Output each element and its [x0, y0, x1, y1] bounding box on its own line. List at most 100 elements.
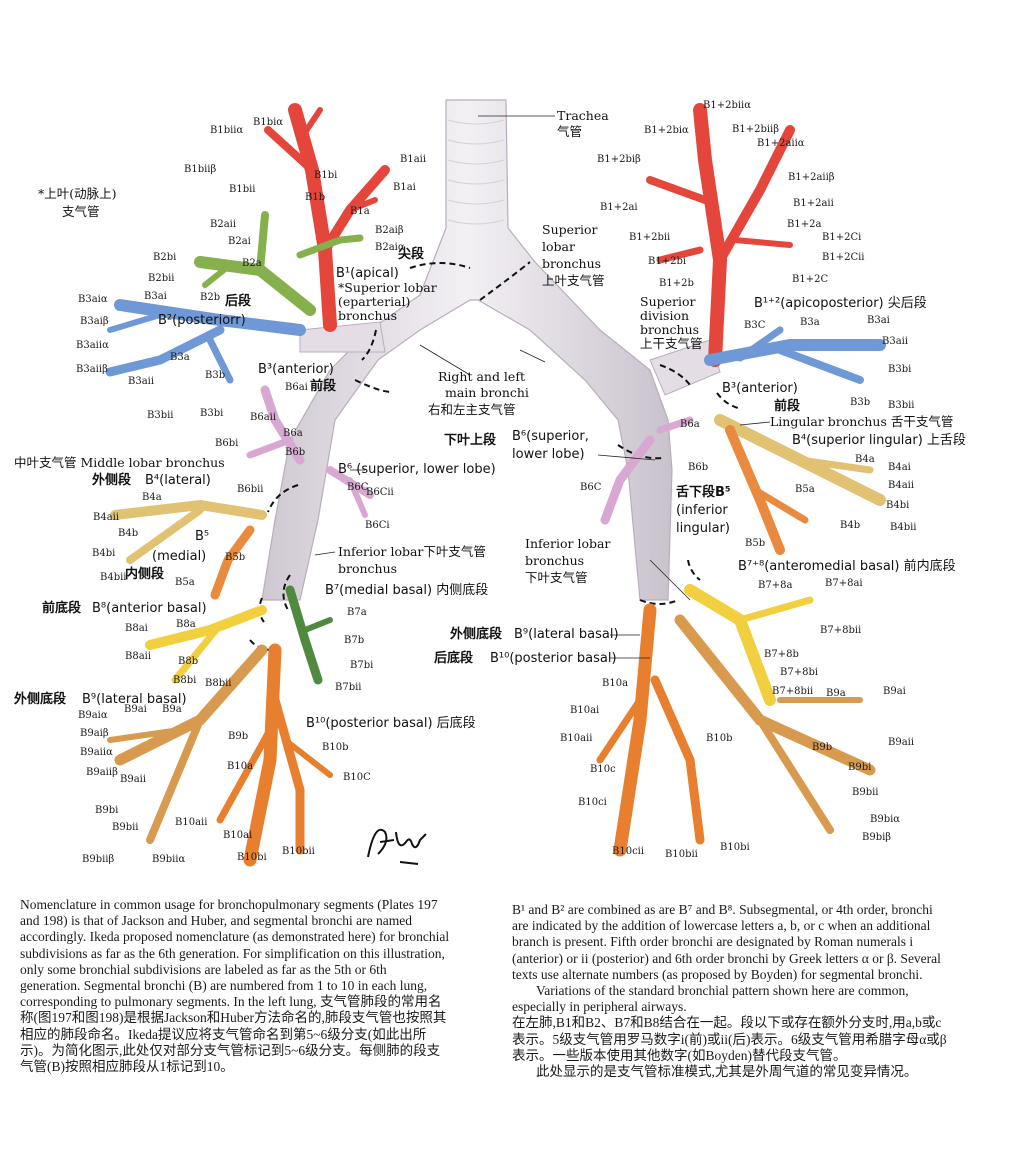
left-apicoposterior-branch [646, 103, 795, 367]
right-lateral-label: B⁴(lateral) [145, 473, 211, 488]
superior-division-cn: 上干支气管 [640, 336, 703, 351]
subsegment-label: B3aiiα [76, 340, 109, 351]
right-medial-label: (medial) [152, 549, 206, 564]
subsegment-label: B7bii [335, 682, 362, 693]
subsegment-label: B9a [826, 688, 846, 699]
subsegment-label: B3b [205, 370, 225, 381]
subsegment-label: B6bi [215, 438, 238, 449]
subsegment-label: B3aiβ [80, 316, 109, 327]
subsegment-label: B1+2aii [793, 198, 834, 209]
subsegment-label: B1ai [393, 182, 416, 193]
subsegment-label: B9biiβ [82, 854, 115, 865]
subsegment-label: B9bii [852, 787, 879, 798]
subsegment-label: B5b [225, 552, 245, 563]
trachea-shape [261, 99, 721, 601]
subsegment-label: B9b [228, 731, 248, 742]
subsegment-label: B9biiα [152, 854, 186, 865]
subsegment-label: B2aiα [375, 242, 405, 253]
subsegment-label: B1biiβ [184, 164, 217, 175]
subsegment-label: B4b [840, 520, 860, 531]
left-posterior-basal-branch [596, 603, 705, 857]
subsegment-label: B8a [176, 619, 196, 630]
right-lateral-basal-branch [107, 644, 268, 844]
subsegment-label: B10b [322, 742, 348, 753]
main-bronchi-label-1: Right and left [438, 369, 525, 384]
subsegment-label: B10aii [175, 817, 207, 828]
subsegment-label: B3ai [867, 315, 890, 326]
left-superior-lobar-1: Superior [542, 222, 598, 237]
subsegment-label: B1b [305, 192, 325, 203]
subsegment-label: B4ai [888, 462, 911, 473]
right-apical-label: B¹(apical) [336, 266, 399, 281]
subsegment-label: B1a [350, 206, 370, 217]
subsegment-label: B3ai [144, 291, 167, 302]
right-inferior-lobar-2: bronchus [338, 561, 397, 576]
right-posterior-branch [194, 211, 364, 316]
subsegment-label: B3a [800, 317, 820, 328]
left-superior-lingular-label: B⁴(superior lingular) 上舌段 [792, 433, 966, 448]
eparterial-note-en-3: bronchus [338, 308, 397, 323]
right-superior-lower-branch [246, 385, 374, 518]
main-bronchi-label-2: main bronchi [445, 385, 529, 400]
subsegment-label: B9bi [95, 805, 118, 816]
subsegment-label: B4aii [93, 512, 119, 523]
subsegment-label: B10ai [223, 830, 252, 841]
left-superior-lower-label-1: B⁶(superior, [512, 429, 589, 444]
right-anterior-label: B³(anterior) [258, 362, 334, 377]
right-medial-cn: 内侧段 [125, 566, 164, 582]
subsegment-label: B1aii [400, 154, 426, 165]
subsegment-label: B6b [285, 447, 305, 458]
leader-lines [314, 115, 771, 659]
left-posterior-basal-cn: 后底段 [434, 650, 473, 666]
subsegment-label: B10c [590, 764, 616, 775]
right-paragraph-2: Variations of the standard bronchial pat… [512, 983, 909, 1015]
subsegment-label: B9aiiα [80, 747, 113, 758]
subsegment-label: B4a [142, 492, 162, 503]
right-paragraph: B¹ and B² are combined as are B⁷ and B⁸.… [512, 902, 952, 1080]
right-anterior-basal-branch [145, 605, 267, 684]
left-anteromedial-basal-branch [684, 584, 814, 706]
right-superior-lower-label: B⁶ (superior, lower lobe) [338, 462, 496, 477]
subsegment-label: B9aiiβ [86, 767, 118, 778]
subsegment-label: B10aii [560, 733, 592, 744]
subsegment-label: B1+2b [659, 278, 694, 289]
right-anterior-basal-cn: 前底段 [42, 600, 81, 616]
subsegment-label: B10ai [570, 705, 599, 716]
subsegment-label: B10b [706, 733, 732, 744]
subsegment-label: B10C [343, 772, 371, 783]
subsegment-label: B2a [242, 258, 262, 269]
right-posterior-basal-label: B¹⁰(posterior basal) 后底段 [306, 715, 476, 731]
left-superior-lower-branch [600, 416, 694, 525]
left-apicoposterior-label: B¹⁺²(apicoposterior) 尖后段 [754, 296, 927, 311]
subsegment-label: B1biiα [210, 125, 244, 136]
left-anterior-cn: 前段 [774, 398, 800, 414]
subsegment-label: B8aii [125, 651, 151, 662]
subsegment-label: B1+2biiβ [732, 124, 779, 135]
right-lateral-basal-label: B⁹(lateral basal) [82, 692, 187, 707]
subsegment-label: B4aii [888, 480, 914, 491]
left-anterior-branch [704, 326, 886, 384]
subsegment-label: B1+2Ci [822, 232, 861, 243]
subsegment-label: B3aii [128, 376, 154, 387]
left-posterior-basal-label: B¹⁰(posterior basal) [490, 651, 617, 666]
subsegment-label: B1+2a [787, 219, 821, 230]
eparterial-note-en-2: (eparterial) [338, 294, 410, 309]
subsegment-label: B4b [118, 528, 138, 539]
subsegment-label: B10bii [282, 846, 315, 857]
subsegment-label: B1+2ai [600, 202, 638, 213]
right-paragraph-3-cn: 在左肺,B1和B2、B7和B8结合在一起。段以下或存在额外分支时,用a,b或c表… [512, 1015, 947, 1063]
right-medial-basal-label: B⁷(medial basal) 内侧底段 [325, 582, 488, 598]
subsegment-label: B9biβ [862, 832, 891, 843]
superior-division-3: bronchus [640, 322, 699, 337]
right-anterior-basal-label: B⁸(anterior basal) [92, 601, 207, 616]
left-anterior-label: B³(anterior) [722, 381, 798, 396]
subsegment-label: B2bi [153, 252, 176, 263]
subsegment-label: B2aiβ [375, 225, 404, 236]
subsegment-label: B7a [347, 607, 367, 618]
left-superior-lobar-3: bronchus [542, 256, 601, 271]
left-superior-lower-label-2: lower lobe) [512, 447, 585, 462]
right-apical-branch [264, 103, 390, 332]
right-posterior-cn: 后段 [225, 293, 251, 309]
subsegment-label: B3b [850, 397, 870, 408]
